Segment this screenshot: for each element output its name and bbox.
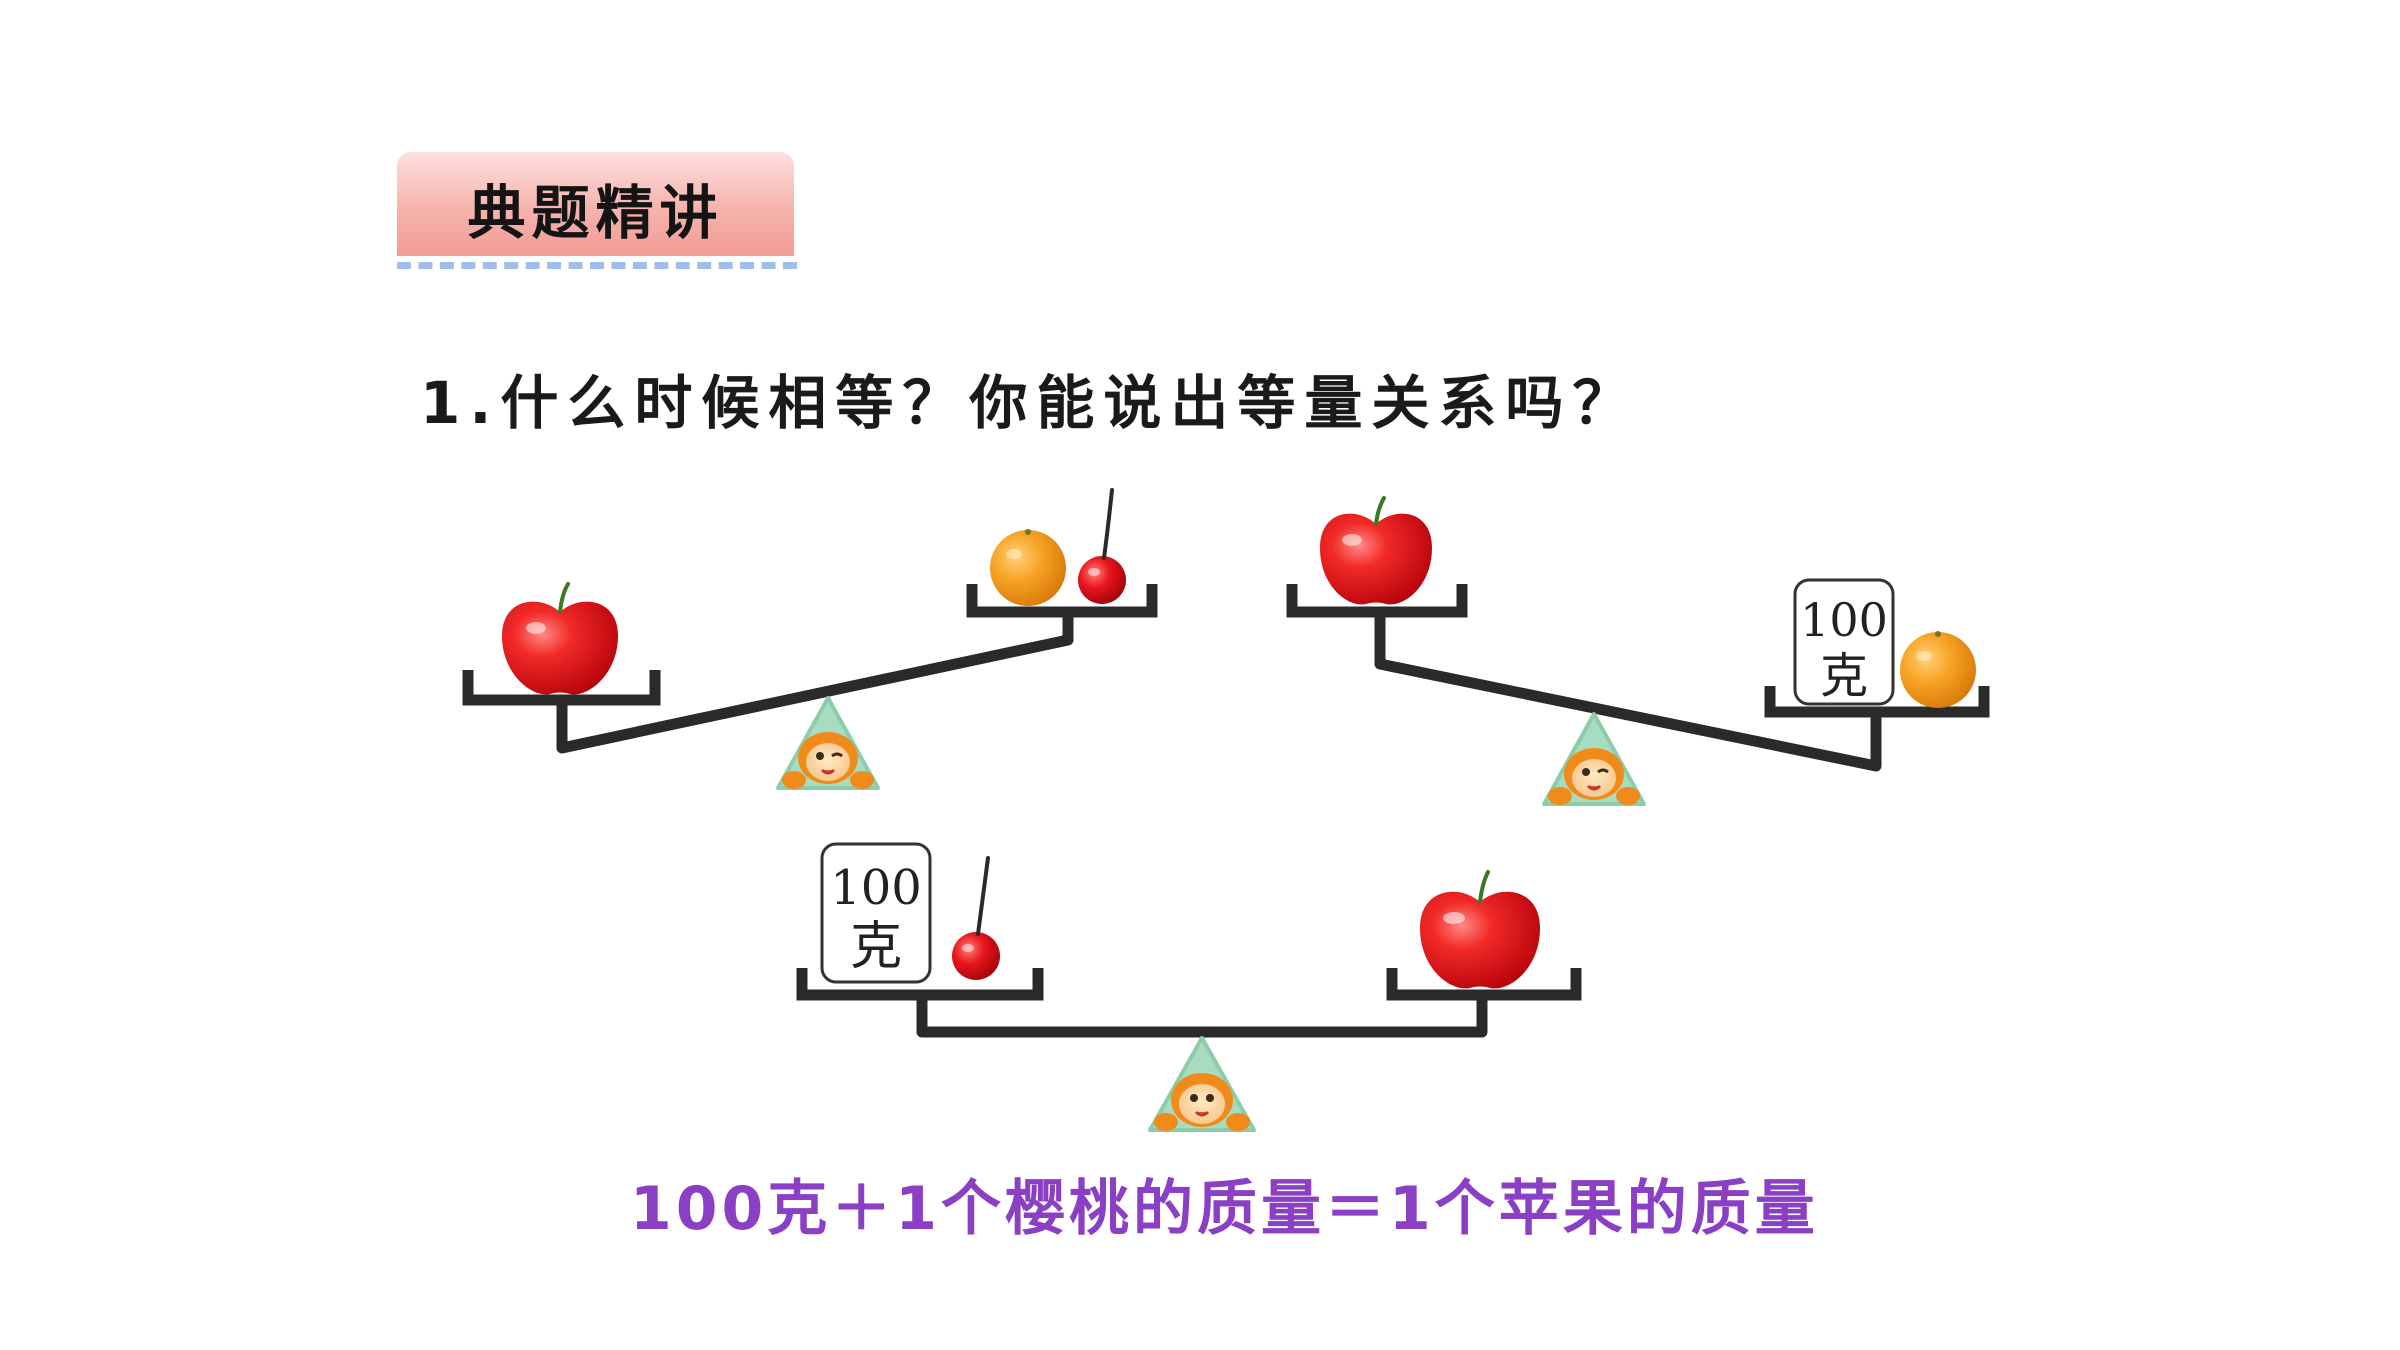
apple-icon [1420,870,1540,989]
monkey-fulcrum-icon [1542,712,1646,806]
weight-mass-label: 100 [830,860,922,916]
weight-block-icon: 100 克 [1793,578,1895,706]
weight-unit-label: 克 [1820,648,1868,704]
monkey-fulcrum-icon [776,696,880,790]
scale-2: 100 克 [1286,496,1990,806]
apple-icon [502,582,618,695]
scale-3: 100 克 [796,842,1582,1132]
orange-icon [990,529,1066,606]
apple-icon [1320,496,1432,605]
orange-icon [1900,631,1976,708]
answer-equation: 100克＋1个樱桃的质量＝1个苹果的质量 [630,1174,1819,1244]
scale-1 [462,488,1158,790]
weight-block-icon: 100 克 [820,842,932,984]
tab-dashed-underline [397,262,797,269]
weight-unit-label: 克 [850,917,902,977]
section-tab: 典题精讲 [397,152,794,256]
section-title: 典题精讲 [467,179,724,247]
cherry-icon [952,856,1000,980]
cherry-icon [1078,488,1126,604]
question-text: 1.什么时候相等？你能说出等量关系吗？ [420,369,1640,437]
monkey-fulcrum-icon [1148,1036,1256,1132]
weight-mass-label: 100 [1800,593,1888,647]
